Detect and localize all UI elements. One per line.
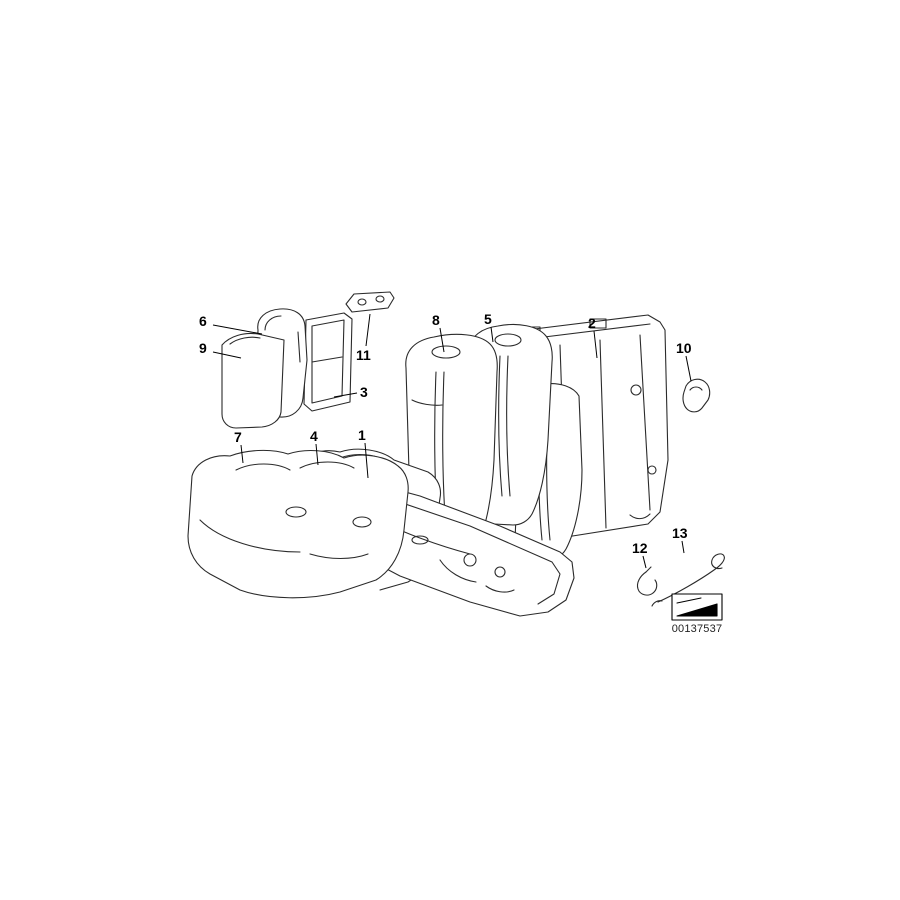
leader-line-7: [240, 444, 244, 464]
leader-line-2: [593, 330, 598, 359]
leader-line-8: [439, 327, 445, 353]
leader-line-1: [364, 442, 369, 479]
callout-13[interactable]: 13: [672, 525, 688, 541]
leader-line-3: [333, 392, 358, 398]
bracket-10-art: [682, 378, 711, 413]
callout-10[interactable]: 10: [676, 340, 692, 356]
callout-1[interactable]: 1: [358, 427, 366, 443]
leader-line-12: [642, 555, 647, 569]
leader-line-10: [685, 355, 692, 382]
bracket-11-art: [345, 291, 395, 313]
callout-11[interactable]: 11: [356, 347, 371, 363]
callout-3[interactable]: 3: [360, 384, 368, 400]
armrest-frame-art: [303, 312, 353, 412]
forward-arrow-plate-icon: [671, 593, 723, 621]
leader-line-6: [212, 324, 263, 335]
callout-4[interactable]: 4: [310, 428, 318, 444]
callout-8[interactable]: 8: [432, 312, 440, 328]
leader-line-5: [490, 326, 494, 343]
part-number: 00137537: [671, 623, 723, 635]
leader-line-4: [315, 443, 319, 466]
callout-2[interactable]: 2: [588, 315, 596, 331]
callout-5[interactable]: 5: [484, 311, 492, 327]
callout-9[interactable]: 9: [199, 340, 207, 356]
wire-hook-art: [636, 566, 658, 596]
callout-7[interactable]: 7: [234, 429, 242, 445]
leader-line-11: [365, 313, 371, 347]
leader-line-9: [212, 351, 242, 359]
cable-art: [651, 553, 725, 607]
seat-cushion-art: [187, 449, 409, 599]
leader-line-13: [681, 540, 685, 554]
callout-6[interactable]: 6: [199, 313, 207, 329]
callout-12[interactable]: 12: [632, 540, 648, 556]
